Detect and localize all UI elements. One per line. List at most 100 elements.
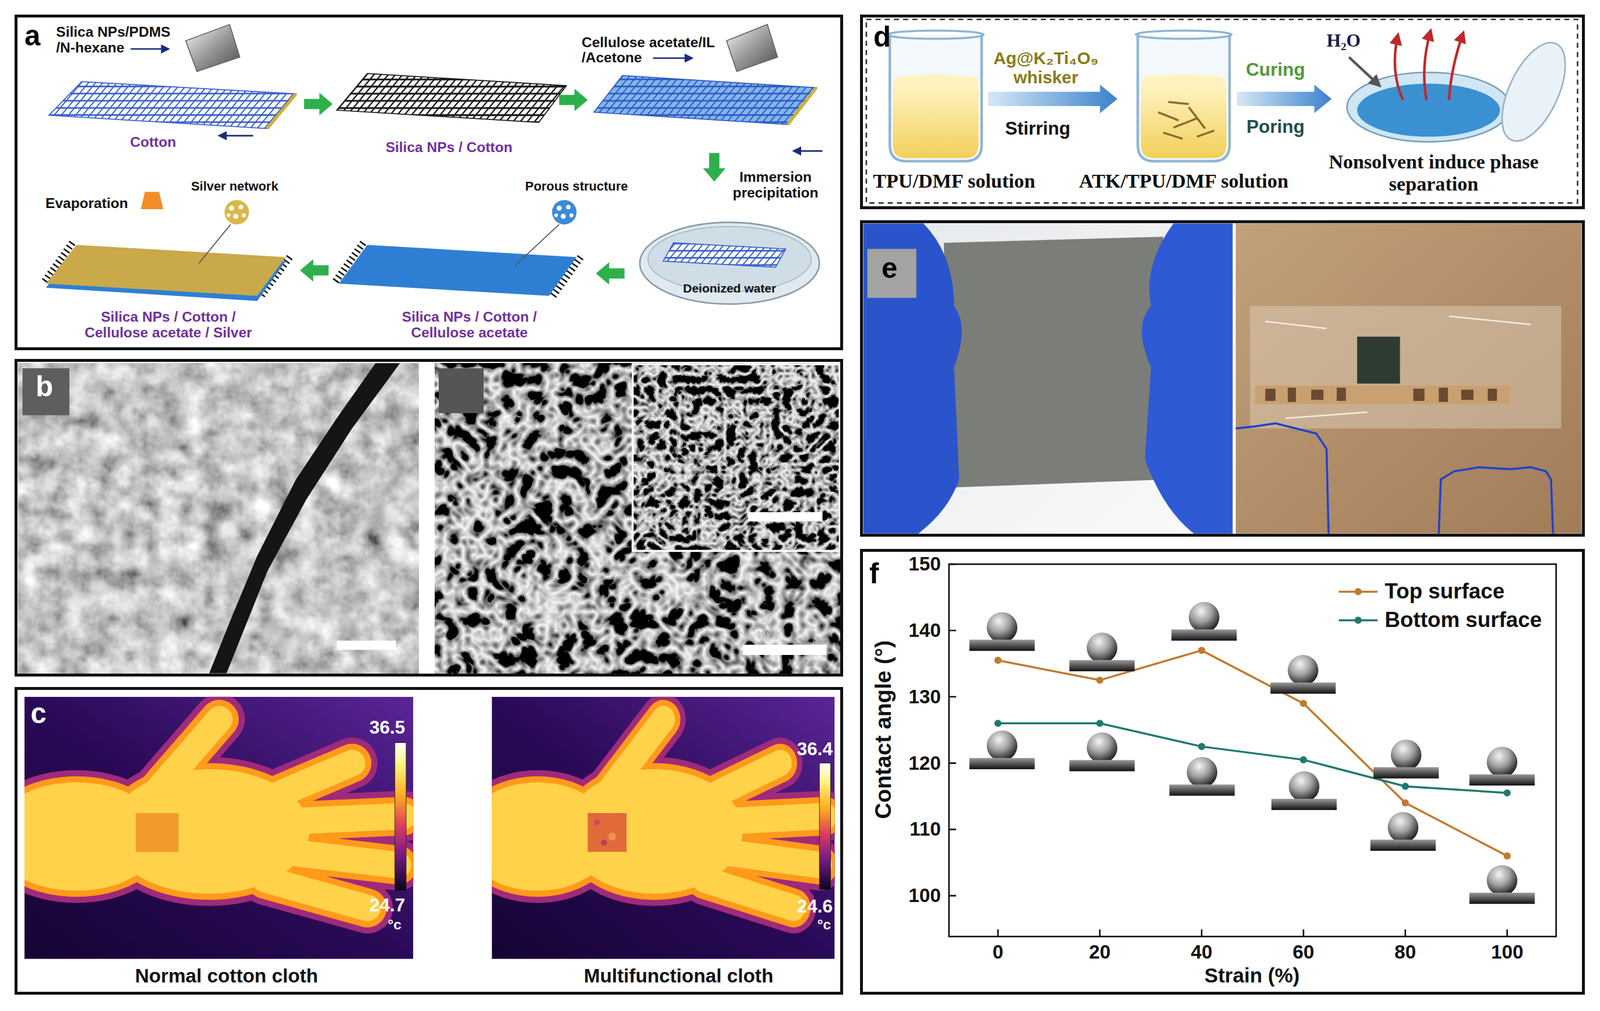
contact-angle-chart [994,646,1511,860]
process-label: Stirring [1005,118,1071,139]
scale-value: 24.6 [797,896,833,917]
thermal-image [601,839,608,847]
fabrication-scheme [226,213,231,217]
sem-images [434,363,840,673]
axis-title: Strain (%) [1204,964,1300,988]
thermal-image [24,719,404,908]
fabrication-scheme [238,205,243,210]
image-caption: Multifunctional cloth [583,965,774,988]
contact-angle-chart [1469,746,1535,787]
preparation-scheme [987,84,1117,114]
thermal-image [587,812,627,852]
fabrication-scheme [185,24,241,72]
material-label: Cellulose acetate/IL /Acetone [581,34,719,67]
fabrication-scheme [596,262,625,285]
solution-label: ATK/TPU/DMF solution [1079,170,1289,193]
preparation-scheme [1137,34,1231,162]
scale-unit: °c [817,917,831,933]
fabrication-scheme [793,150,823,153]
thermal-image [491,719,826,908]
tick-label: 140 [908,619,942,642]
scale-value: 24.7 [369,894,405,916]
tick-label: 110 [909,818,942,841]
sample-photos [863,223,962,534]
tick-label: 20 [1089,941,1111,964]
fabrication-scheme [304,92,333,116]
preparation-scheme [1449,32,1464,101]
contact-angle-chart [1299,756,1307,764]
fabrication-scheme [703,153,727,182]
legend-item: Bottom surface [1384,608,1542,632]
preparation-scheme [1347,72,1511,142]
process-label: Evaporation [45,195,129,212]
contact-angle-chart [1401,782,1409,790]
contact-angle-chart [949,564,1557,937]
panel-frame: a [14,14,844,351]
preparation-scheme [866,19,1579,203]
process-label: Nonsolvent induce phase separation [1310,150,1556,195]
tick-label: 60 [1292,941,1315,964]
fabrication-scheme [593,75,817,125]
process-label: Poring [1246,116,1305,137]
fabrication-scheme [569,213,574,218]
tick-label: 80 [1394,941,1416,964]
contact-angle-chart [1354,587,1362,595]
preparation-scheme [892,74,979,86]
preparation-scheme [887,30,985,40]
thermal-image [819,763,831,890]
scale-unit: °c [387,917,401,933]
contact-angle-chart [994,656,1002,664]
sem-images [336,640,397,650]
contact-angle-chart [1373,739,1439,779]
fabrication-scheme [726,24,778,72]
process-label: Immersion precipitation [716,169,834,202]
fabrication-scheme [560,213,566,220]
panel-letter: b [35,371,54,403]
sem-images [748,512,823,522]
scale-value: 36.4 [797,738,833,760]
legend-item: Top surface [1384,579,1505,604]
sample-photos [943,236,1169,488]
tick-label: 130 [908,686,942,708]
thermal-image [491,719,826,908]
sample-photos [1249,305,1561,429]
thermal-image [24,696,414,960]
preparation-scheme [1394,34,1404,101]
structure-label: Silver network [191,179,279,194]
preparation-scheme [1236,84,1332,114]
process-label: Ag@K₂Ti₄O₉ whisker [979,48,1113,87]
sample-photos [1255,385,1511,405]
fabrication-scheme [48,81,296,129]
contact-angle-chart [998,650,1508,856]
contact-angle-chart [1299,699,1307,707]
thermal-image [491,719,826,908]
fabrication-scheme [267,93,296,129]
preparation-scheme [1424,30,1431,101]
sample-photos [867,248,917,298]
preparation-scheme [887,30,985,162]
fabrication-scheme [336,73,567,123]
sample-photos [1235,223,1582,534]
solution-label: TPU/DMF solution [872,170,1035,193]
axis-title: Contact angle (°) [871,640,896,819]
panel-letter: c [30,698,47,730]
contact-angle-chart [949,564,1557,937]
bath-label: Deionized water [682,281,777,295]
fabrication-scheme [130,48,169,51]
fabrication-scheme [556,205,562,211]
panel-letter: e [881,252,898,285]
thermal-image [24,719,404,908]
structure-label: Porous structure [524,179,628,194]
sem-images [209,363,400,673]
step-label: Silica NPs / Cotton / Cellulose acetate [385,309,555,341]
step-label: Silica NPs / Cotton / Cellulose acetate … [76,309,260,341]
tick-label: 100 [908,885,942,907]
chemical-label: H₂O [1326,30,1361,52]
fabrication-scheme [141,191,164,210]
fabrication-scheme [241,213,246,218]
image-caption: Normal cotton cloth [135,965,319,988]
sample-photos [1265,387,1498,403]
fabrication-scheme [46,244,287,296]
sem-images [438,368,484,414]
preparation-scheme [1140,79,1227,159]
